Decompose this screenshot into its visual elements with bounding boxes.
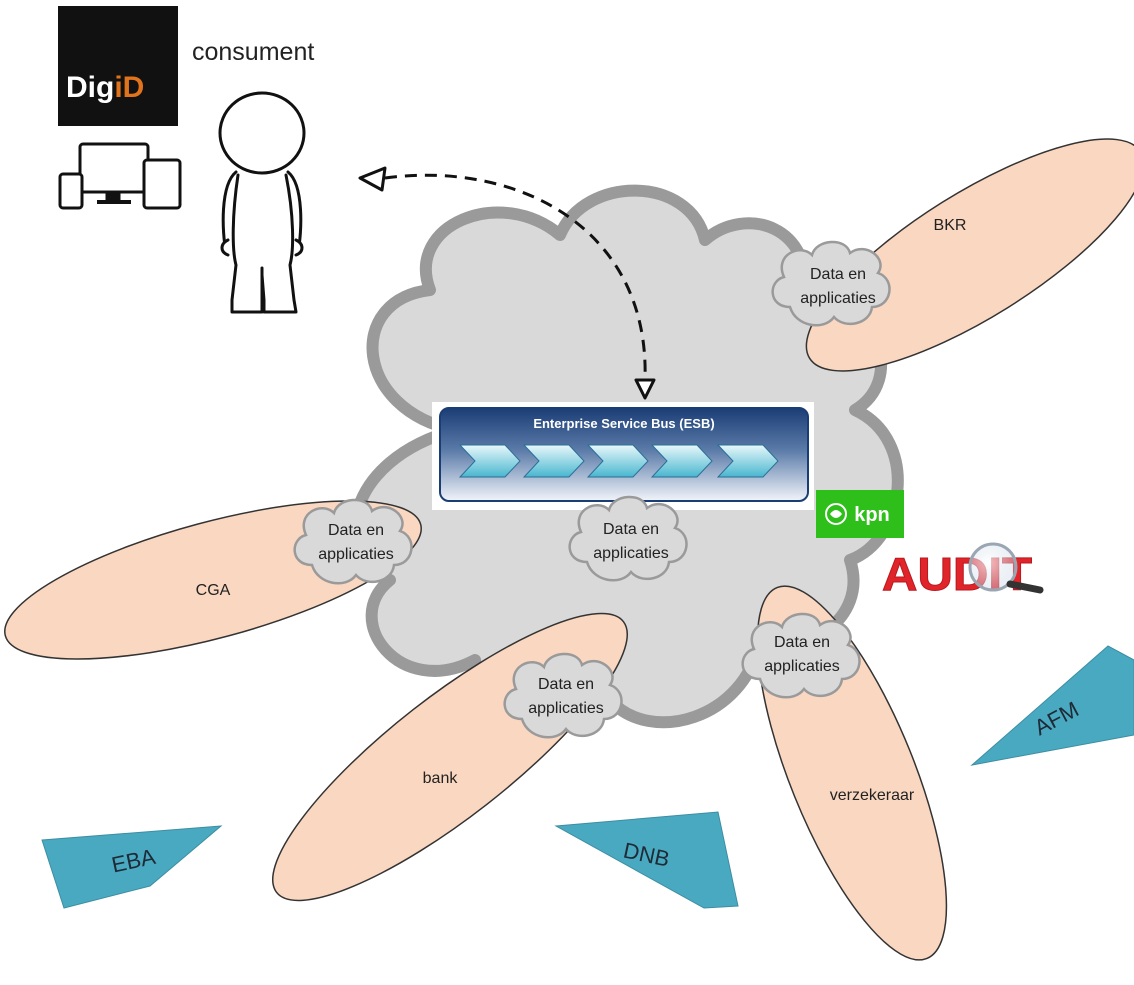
bubble-line1: Data en — [810, 266, 866, 283]
bubble-line1: Data en — [603, 521, 659, 538]
consumer-label: consument — [192, 38, 314, 66]
regulator-afm-shape — [970, 645, 1134, 766]
bubble-line2: applicaties — [593, 545, 669, 562]
digid-prefix: Dig — [66, 71, 114, 104]
bubble-line2: applicaties — [528, 700, 604, 717]
esb-chevrons — [458, 444, 779, 478]
esb-chevron — [522, 444, 585, 478]
esb-chevron — [586, 444, 649, 478]
party-verzekeraar-label: verzekeraar — [830, 787, 915, 804]
kpn-label: kpn — [854, 504, 890, 526]
bubble-line1: Data en — [774, 634, 830, 651]
bubble-bkr: Data en applicaties — [771, 240, 891, 327]
magnifier-icon — [968, 542, 1018, 592]
regulator-dnb: DNB — [554, 811, 739, 909]
party-cga-label: CGA — [196, 582, 231, 599]
bubble-bank: Data en applicaties — [503, 652, 623, 739]
esb-chevron — [716, 444, 779, 478]
bubble-line2: applicaties — [764, 658, 840, 675]
bubble-center: Data en applicaties — [568, 495, 688, 582]
esb-chevron — [458, 444, 521, 478]
person-icon — [218, 91, 306, 314]
bubble-cga: Data en applicaties — [293, 498, 413, 585]
bubble-line2: applicaties — [800, 290, 876, 307]
regulator-afm: AFM — [970, 645, 1134, 766]
bubble-line1: Data en — [538, 676, 594, 693]
digid-suffix: iD — [114, 71, 144, 104]
esb-title: Enterprise Service Bus (ESB) — [533, 416, 714, 431]
party-bank-label: bank — [423, 770, 459, 787]
party-bkr-ellipse — [805, 138, 1134, 372]
regulator-dnb-shape — [554, 811, 739, 909]
digid-logo: DigiD — [58, 6, 178, 126]
audit-logo: AUDIT — [882, 542, 1044, 601]
party-bkr-label: BKR — [934, 217, 967, 234]
regulator-eba-shape — [41, 825, 223, 909]
svg-text:DigiD: DigiD — [66, 71, 144, 104]
regulator-eba: EBA — [41, 825, 223, 909]
kpn-logo: kpn — [816, 490, 904, 538]
arrowhead-esb — [634, 378, 656, 400]
bubble-line1: Data en — [328, 522, 384, 539]
devices-icon — [58, 142, 182, 210]
arrowhead-consumer — [358, 166, 387, 192]
consumer-esb-arrow — [384, 173, 647, 381]
bubble-verzekeraar: Data en applicaties — [741, 612, 861, 699]
kpn-flower-icon — [825, 503, 847, 525]
esb-block: Enterprise Service Bus (ESB) — [432, 402, 814, 510]
esb-chevron — [650, 444, 713, 478]
bubble-line2: applicaties — [318, 546, 394, 563]
